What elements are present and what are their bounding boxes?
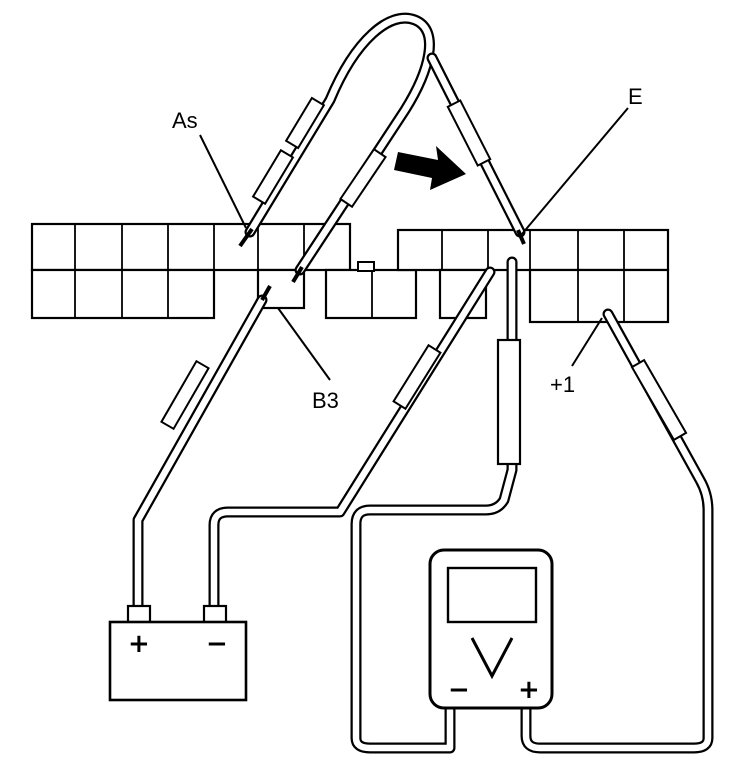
voltmeter-plus-sign: + <box>518 675 540 705</box>
wire-battery-minus-e <box>208 266 496 618</box>
arrow-icon <box>394 146 466 190</box>
connector-left <box>30 222 352 320</box>
battery-icon: + − <box>108 604 248 702</box>
wire-battery-plus-b3 <box>132 285 272 618</box>
voltmeter-minus-sign: − <box>448 675 470 705</box>
leader-plus1 <box>571 317 603 367</box>
connector-middle <box>324 261 418 320</box>
voltmeter-icon: − + <box>428 548 554 710</box>
label-as: As <box>172 108 198 133</box>
jumper-wire-as-e <box>238 12 435 284</box>
leader-e <box>521 107 629 235</box>
leader-b3 <box>277 307 331 381</box>
battery-plus-sign: + <box>128 629 150 659</box>
wire-voltmeter-minus <box>350 256 522 754</box>
label-plus1: +1 <box>550 372 575 397</box>
leader-as <box>199 134 247 229</box>
battery-minus-sign: − <box>206 629 228 659</box>
connector-right <box>396 228 670 324</box>
label-e: E <box>628 84 643 109</box>
wire-to-e-terminal <box>426 52 526 245</box>
wire-voltmeter-plus <box>520 308 714 754</box>
label-b3: B3 <box>312 388 339 413</box>
